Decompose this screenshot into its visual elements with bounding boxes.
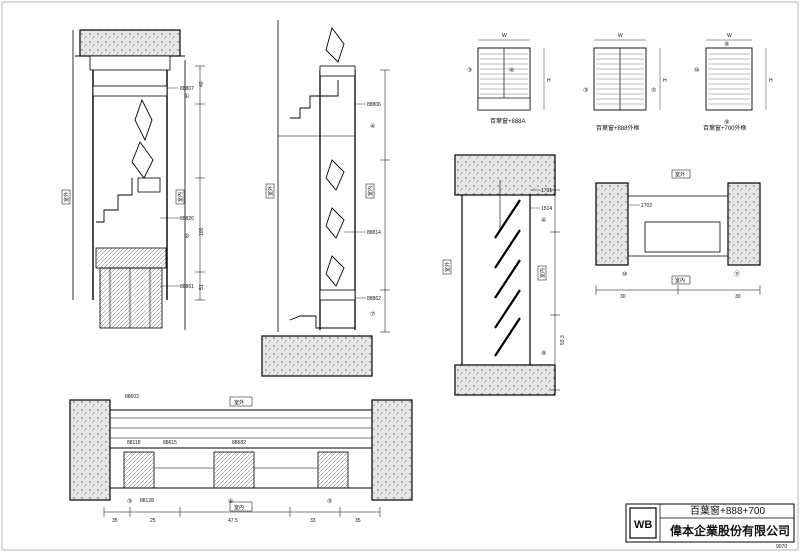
louver-blade	[494, 199, 521, 239]
dimension-label: 30	[620, 294, 626, 300]
width-mark: W	[727, 33, 732, 39]
elevation-legend-a	[477, 39, 545, 111]
legend-caption-a: 百葉窗+888A	[490, 117, 526, 125]
callout-4: ④	[228, 498, 233, 505]
dimension-label: 30	[735, 294, 741, 300]
company-logo	[629, 507, 657, 539]
exterior-label: 室外	[675, 171, 685, 178]
part-label: 88826	[180, 216, 194, 222]
vertical-section-right	[454, 154, 560, 396]
exterior-label: 室外	[234, 399, 244, 406]
dimension-label: 35	[355, 518, 361, 524]
dimension-label: 25	[150, 518, 156, 524]
louver-blade	[494, 259, 521, 299]
louver-blade	[131, 141, 154, 179]
louver-blade	[325, 207, 345, 239]
concrete-sill	[261, 335, 373, 377]
louver-blade	[134, 98, 153, 142]
title-block	[625, 503, 795, 543]
exterior-label: 室外	[444, 262, 451, 272]
callout-5: ⑤	[327, 498, 332, 505]
vertical-section-center	[261, 20, 390, 377]
height-mark: H	[547, 78, 551, 84]
drawing-title: 百葉窗+888+700	[690, 504, 765, 517]
plan-section-right	[595, 169, 761, 295]
callout-4: ④	[370, 123, 375, 130]
part-label: 88603	[125, 394, 139, 400]
part-label: 88615	[163, 440, 177, 446]
callout-8: ⑧	[541, 350, 546, 357]
interior-label: 室內	[675, 277, 685, 284]
louver-blade	[494, 317, 521, 357]
horizontal-plan-section	[69, 396, 413, 517]
width-mark: W	[502, 33, 507, 39]
callout-3: ③	[467, 67, 472, 74]
part-label: 88806	[367, 102, 381, 108]
callout-2: ②	[184, 233, 189, 240]
callout-7: ⑦	[370, 311, 375, 318]
part-label: 88682	[232, 440, 246, 446]
elevation-legend-c	[705, 39, 767, 111]
part-label: 1701	[541, 188, 552, 194]
callout-1: ①	[184, 93, 189, 100]
callout-4: ④	[541, 217, 546, 224]
height-mark: H	[769, 78, 773, 84]
callout-5: ⑤	[651, 87, 656, 94]
part-label: 88861	[180, 284, 194, 290]
elevation-legend-b	[593, 39, 661, 111]
dimension-label: 40	[199, 81, 205, 87]
company-name: 偉本企業股份有限公司	[670, 523, 790, 538]
dimension-label: 33	[310, 518, 316, 524]
height-mark: H	[663, 78, 667, 84]
part-label: 1702	[641, 203, 652, 209]
legend-caption-c: 百葉窗+700外框	[703, 124, 747, 132]
louver-blade	[325, 159, 345, 191]
dimension-label: 47.5	[228, 518, 238, 524]
interior-label: 室內	[177, 192, 184, 202]
interior-label: 室內	[234, 504, 244, 511]
callout-10: ⑩	[622, 271, 627, 278]
vertical-section-left	[72, 29, 205, 330]
width-mark: W	[618, 33, 623, 39]
callout-8: ⑧	[724, 41, 729, 48]
louver-blade	[325, 255, 345, 287]
callout-10: ⑩	[694, 67, 699, 74]
callout-3: ③	[583, 87, 588, 94]
callout-9: ⑨	[724, 119, 729, 126]
part-label: 88814	[367, 230, 381, 236]
interior-label: 室內	[539, 268, 546, 278]
exterior-label: 室外	[63, 192, 70, 202]
part-label: 88128	[140, 498, 154, 504]
callout-11: ⑪	[734, 270, 740, 278]
part-label: 88862	[367, 296, 381, 302]
callout-4: ④	[509, 67, 514, 74]
part-label: 1514	[541, 206, 552, 212]
dimension-label: 35	[112, 518, 118, 524]
part-label: 88807	[180, 86, 194, 92]
dimension-label: 100	[199, 227, 205, 236]
legend-caption-b: 百葉窗+888外框	[596, 124, 640, 132]
exterior-label: 室外	[267, 186, 274, 196]
callout-3: ③	[127, 498, 132, 505]
louver-blade	[494, 289, 521, 329]
logo-lettering: WB	[634, 519, 652, 531]
dimension-label: 53.3	[560, 335, 566, 345]
dimension-label: 51	[199, 284, 205, 290]
interior-label: 室內	[367, 186, 374, 196]
part-label: 88118	[127, 440, 141, 446]
concrete-lintel	[79, 29, 181, 57]
louver-blade	[494, 229, 521, 269]
sheet-number: 9070	[776, 544, 787, 550]
